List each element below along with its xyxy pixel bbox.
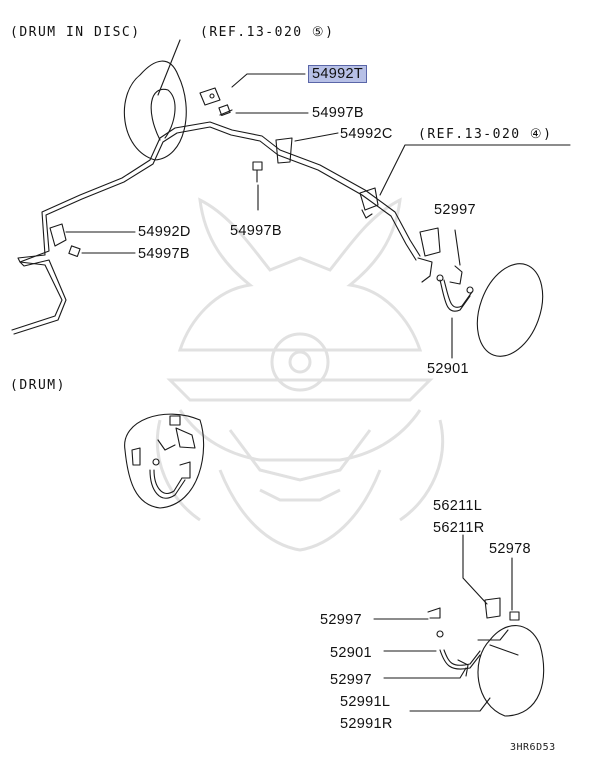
- part-52997-top-label[interactable]: 52997: [434, 202, 476, 218]
- ref-13-020-4[interactable]: (REF.13-020 ④): [418, 127, 553, 142]
- watermark-logo: [155, 197, 445, 552]
- part-52901-bottom-label[interactable]: 52901: [330, 645, 372, 661]
- part-54992C-label[interactable]: 54992C: [340, 126, 393, 142]
- part-52978-label[interactable]: 52978: [489, 541, 531, 557]
- drum-plate: [124, 413, 205, 509]
- disc-top-left: [123, 60, 187, 161]
- disc-right-top: [476, 263, 544, 357]
- section-header-drum: (DRUM): [10, 378, 66, 393]
- part-54992T-highlight[interactable]: 54992T: [308, 65, 367, 83]
- part-54992D-label[interactable]: 54992D: [138, 224, 191, 240]
- part-56211L-label[interactable]: 56211L: [433, 498, 483, 514]
- part-52997-bottom2-label[interactable]: 52997: [330, 672, 372, 688]
- part-52991R-label[interactable]: 52991R: [340, 716, 393, 732]
- part-54992T-label[interactable]: 54992T: [308, 65, 367, 83]
- part-54997B-top-label[interactable]: 54997B: [312, 105, 364, 121]
- part-52997-bottom-label[interactable]: 52997: [320, 612, 362, 628]
- section-header-drum-in-disc: (DRUM IN DISC): [10, 25, 141, 40]
- part-52991L-label[interactable]: 52991L: [340, 694, 391, 710]
- part-54997B-left-label[interactable]: 54997B: [138, 246, 190, 262]
- part-52901-top-label[interactable]: 52901: [427, 361, 469, 377]
- part-56211R-label[interactable]: 56211R: [433, 520, 485, 536]
- part-54997B-middle-label[interactable]: 54997B: [230, 223, 282, 239]
- diagram-code: 3HR6D53: [510, 742, 556, 753]
- disc-bottom-right: [477, 625, 545, 717]
- ref-13-020-5[interactable]: (REF.13-020 ⑤): [200, 25, 335, 40]
